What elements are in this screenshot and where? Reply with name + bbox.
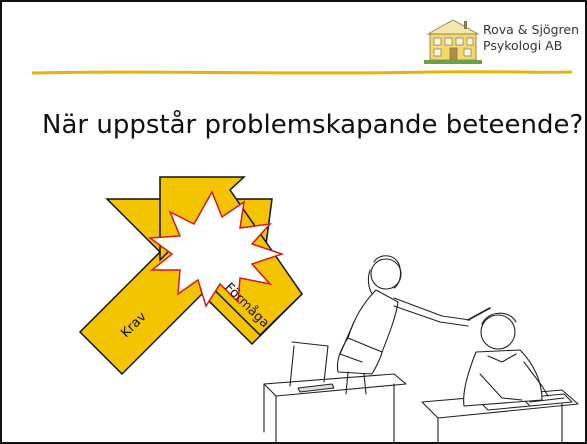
company-logo: Rova & Sjögren Psykologi AB — [424, 16, 579, 66]
conflict-burst — [147, 190, 285, 308]
logo-text: Rova & Sjögren Psykologi AB — [483, 22, 579, 54]
slide-title: När uppstår problemskapande beteende? — [42, 110, 584, 140]
classroom-illustration — [263, 255, 579, 442]
logo-line-1: Rova & Sjögren — [483, 22, 579, 37]
house-logo-icon — [424, 16, 482, 64]
logo-line-2: Psykologi AB — [483, 38, 563, 53]
header-divider — [32, 70, 572, 75]
